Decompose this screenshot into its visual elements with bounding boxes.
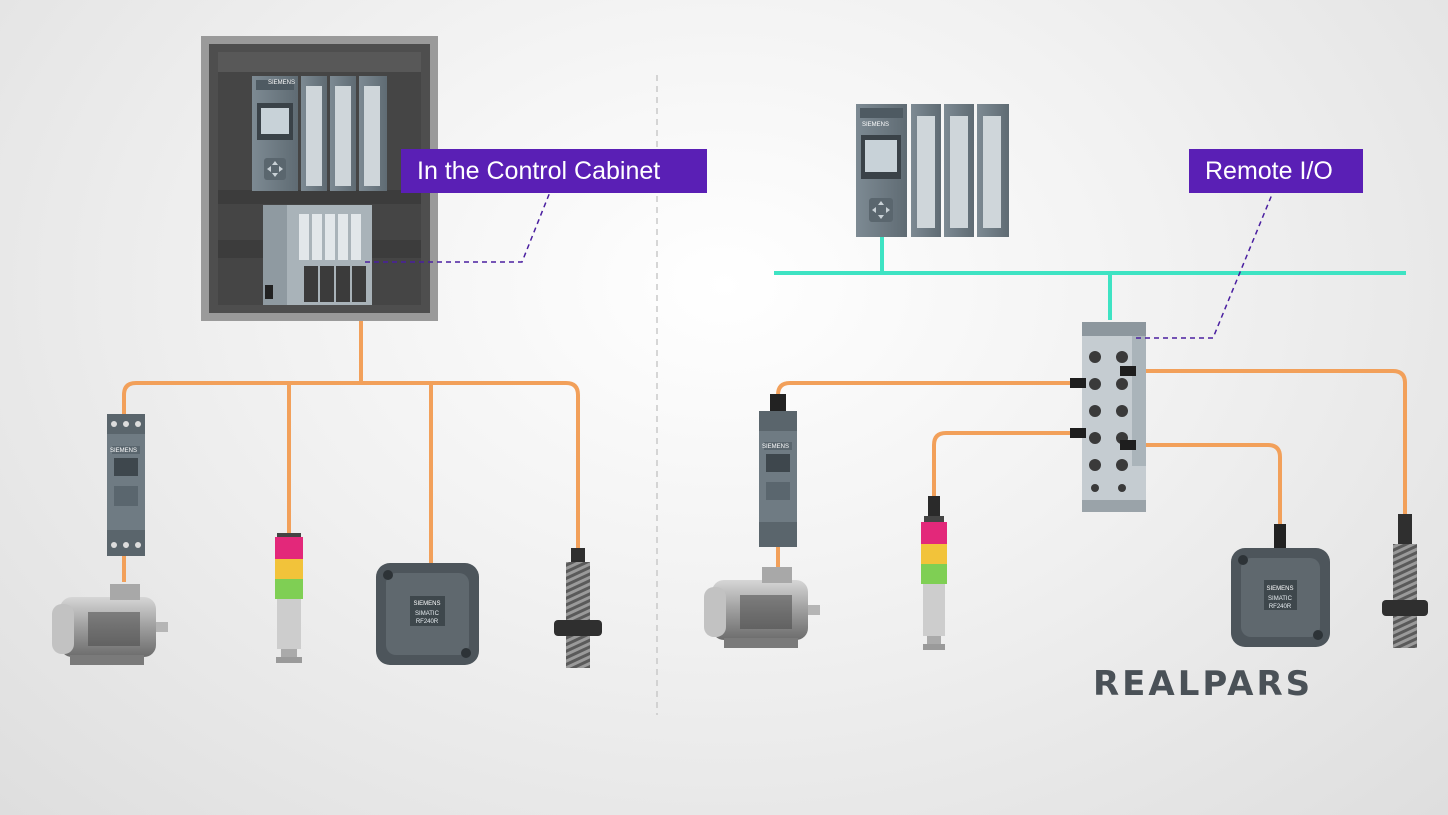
plc-cpu-remote	[856, 104, 907, 237]
leader-line-cabinet	[365, 191, 551, 263]
leader-line-remote	[1136, 191, 1274, 339]
plc-cpu-cabinet	[252, 76, 298, 191]
starter-brand-left: SIEMENS	[110, 448, 137, 454]
rfid-model-right-2: RF240R	[1269, 604, 1292, 610]
network-cable	[774, 236, 1406, 320]
motor-starter-left	[107, 414, 145, 556]
motor-left	[52, 584, 168, 665]
stack-light-right	[921, 496, 947, 650]
rfid-model-left-2: RF240R	[416, 619, 439, 625]
plc-brand-remote: SIEMENS	[862, 122, 889, 128]
proximity-sensor-left	[554, 548, 602, 668]
rfid-reader-left: SIEMENS SIMATIC RF240R	[376, 563, 479, 665]
proximity-sensor-right	[1382, 514, 1428, 648]
rfid-brand-left: SIEMENS	[413, 601, 440, 607]
motor-starter-right	[759, 394, 797, 547]
rfid-model-right-1: SIMATIC	[1268, 596, 1293, 602]
plc-io-modules-cabinet	[301, 76, 387, 191]
rfid-reader-right: SIEMENS SIMATIC RF240R	[1231, 524, 1330, 647]
rfid-model-left-1: SIMATIC	[415, 611, 440, 617]
control-cabinet-label: In the Control Cabinet	[401, 149, 707, 193]
rfid-brand-right: SIEMENS	[1266, 586, 1293, 592]
remote-io-label: Remote I/O	[1189, 149, 1363, 193]
stack-light-left	[275, 533, 303, 663]
starter-brand-right: SIEMENS	[762, 444, 789, 450]
distributed-io-cabinet	[263, 205, 372, 305]
io-cables-left	[122, 305, 580, 582]
plc-io-modules-remote	[911, 104, 1009, 237]
remote-io-station	[1070, 322, 1146, 512]
realpars-logo: REALPARS	[1093, 664, 1314, 704]
motor-right	[704, 567, 820, 648]
plc-brand-cabinet: SIEMENS	[268, 80, 295, 86]
